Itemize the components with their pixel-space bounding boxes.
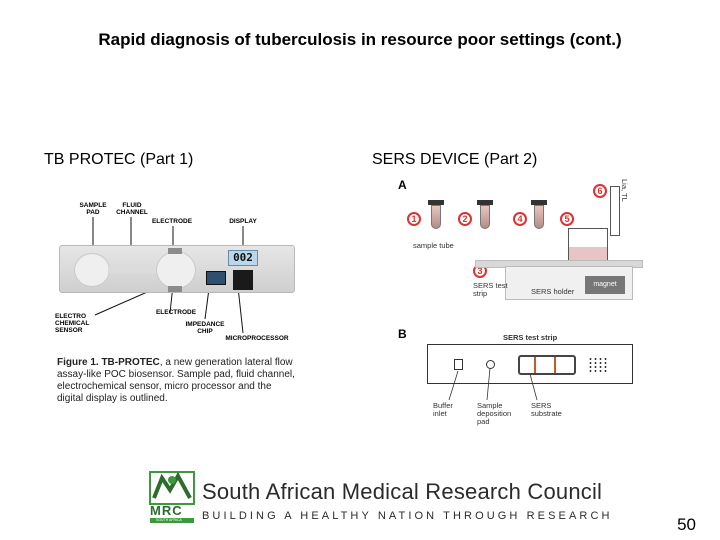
mrc-logo: MRC SOUTH AFRICA (148, 470, 196, 524)
electrode-top-label: ELECTRODE (151, 218, 193, 225)
sample-tube-1 (431, 205, 441, 229)
step-4-badge: 4 (513, 212, 527, 226)
dot-grid (588, 357, 608, 373)
sers-holder-label: SERS holder (531, 287, 575, 296)
mrc-logo-text: MRC (150, 503, 183, 518)
sample-deposition-pad-label: Sample deposition pad (477, 401, 512, 426)
fluid-channel-label: FLUID CHANNEL (116, 202, 148, 216)
org-name: South African Medical Research Council (202, 479, 603, 504)
impedance-chip (206, 271, 226, 285)
slide-title: Rapid diagnosis of tuberculosis in resou… (98, 30, 622, 49)
strip-title: SERS test strip (503, 333, 558, 342)
figure-caption-title: Figure 1. TB-PROTEC (57, 357, 160, 368)
sers-device-heading: SERS DEVICE (Part 2) (372, 151, 538, 168)
sample-tube-4 (534, 205, 544, 229)
buffer-inlet-label: Buffer inlet (433, 401, 453, 418)
sers-device-figure: A 1 2 4 5 6 Lia, TL sample tube 3 magnet… (395, 178, 650, 438)
sers-band-1 (534, 357, 536, 373)
sample-tube-label: sample tube (413, 241, 454, 250)
sers-test-strip (427, 344, 633, 384)
digital-display: 002 (228, 250, 258, 266)
tb-protec-device: 002 (59, 245, 295, 293)
leader-lines (92, 217, 244, 334)
fluid-channel (108, 267, 166, 273)
cuvette (568, 228, 608, 266)
step-5-badge: 5 (560, 212, 574, 226)
tube-1-cap (428, 200, 444, 205)
sers-test-strip-label: SERS test strip (473, 281, 508, 298)
step-6-badge: 6 (593, 184, 607, 198)
sers-substrate-label: SERS substrate (531, 401, 562, 418)
mrc-logo-icon (149, 471, 195, 523)
magnet: magnet (585, 276, 625, 294)
figure-caption: Figure 1. TB-PROTEC, a new generation la… (57, 357, 295, 405)
tb-protec-heading: TB PROTEC (Part 1) (44, 151, 194, 168)
sample-deposition-pad (486, 360, 495, 369)
microprocessor-chip (233, 270, 253, 290)
tube-4-cap (531, 200, 547, 205)
step-1-badge: 1 (407, 212, 421, 226)
org-tagline: BUILDING A HEALTHY NATION THROUGH RESEAR… (202, 510, 613, 522)
sample-tube-2 (480, 205, 490, 229)
panel-b-label: B (398, 327, 407, 341)
mrc-logo-subtext: SOUTH AFRICA (156, 518, 182, 522)
electrode-bottom (168, 286, 182, 292)
panel-a-label: A (398, 178, 407, 192)
strip-leader-lines (448, 367, 538, 401)
electrode-bottom-label: ELECTRODE (155, 309, 197, 316)
tb-protec-figure: SAMPLE PAD FLUID CHANNEL ELECTRODE DISPL… (55, 185, 300, 415)
microprocessor-label: MICROPROCESSOR (225, 335, 289, 342)
sample-pad-label: SAMPLE PAD (79, 202, 107, 216)
electrode-top (168, 248, 182, 254)
figure-caption-text: , a new generation lateral flow assay-li… (57, 357, 295, 404)
impedance-chip-label: IMPEDANCE CHIP (185, 321, 225, 335)
electro-chemical-sensor-label: ELECTRO CHEMICAL SENSOR (55, 313, 90, 334)
pipette (610, 186, 620, 236)
buffer-inlet (454, 359, 463, 370)
tube-2-cap (477, 200, 493, 205)
sers-band-2 (554, 357, 556, 373)
sers-window (518, 355, 576, 375)
page-number: 50 (677, 515, 696, 534)
sensor-pad (156, 251, 196, 289)
display-label: DISPLAY (229, 218, 257, 225)
sample-pad (74, 253, 110, 287)
step-2-badge: 2 (458, 212, 472, 226)
